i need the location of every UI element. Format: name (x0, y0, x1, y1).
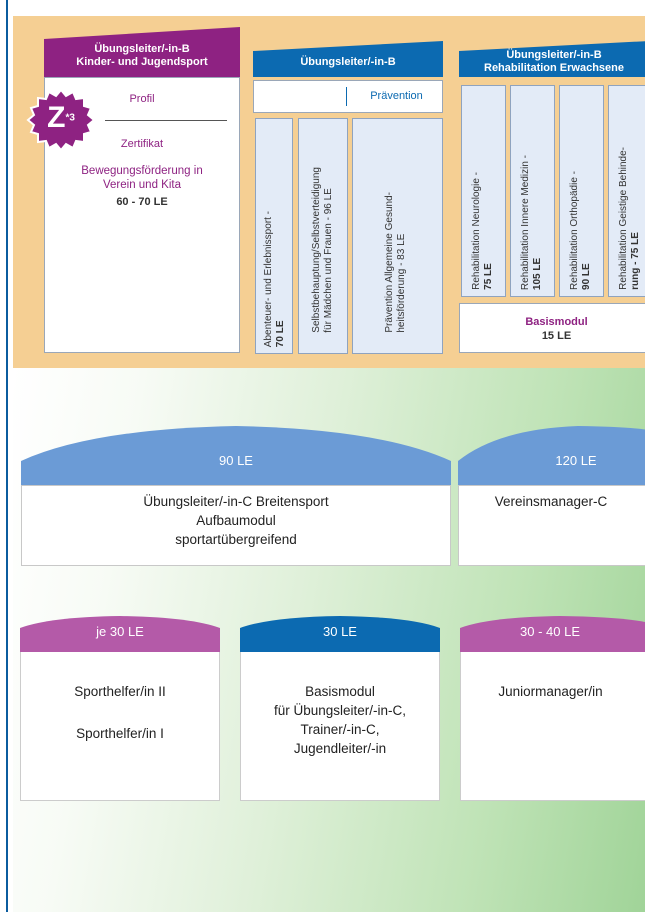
reha-basismodul-box: Basismodul 15 LE (459, 303, 645, 353)
ulb-rehabilitation-header: Übungsleiter/-in-B Rehabilitation Erwach… (459, 41, 645, 77)
vereinsmanager-line1: Vereinsmanager-C (494, 494, 608, 509)
item-line1: Rehabilitation Neurologie - (471, 172, 482, 290)
item-line2: 75 LE (483, 263, 494, 290)
profil-divider (105, 120, 227, 121)
header-line1: Übungsleiter/-in-B (94, 43, 190, 55)
breitensport-line2: Aufbaumodul (196, 513, 276, 528)
basismodul-le-label: 30 LE (323, 624, 357, 639)
vereinsmanager-le-label: 120 LE (555, 453, 597, 468)
juniormanager-card: Juniormanager/in (460, 652, 645, 801)
badge-text: Z*3 (36, 100, 86, 136)
item-line2: 70 LE (275, 320, 286, 347)
basismodul-line4: Jugendleiter/-in (293, 741, 387, 756)
basismodul-line3: Trainer/-in-C, (300, 722, 380, 737)
reha-geistige-behinderung-box: Rehabilitation Geistige Behinde-rung - 7… (608, 85, 645, 297)
col1-le: 60 - 70 LE (116, 196, 168, 208)
header-line2: Kinder- und Jugendsport (76, 56, 208, 68)
item-line2: 105 LE (532, 257, 543, 290)
item-line1: Rehabilitation Geistige Behinde- (618, 147, 629, 290)
badge-letter: Z (47, 101, 66, 134)
focus-line2: Verein und Kita (102, 179, 181, 191)
reha-neurologie-text: Rehabilitation Neurologie -75 LE (471, 172, 495, 290)
praevention-divider (346, 87, 347, 106)
item-line1: Abenteuer- und Erlebnissport - (263, 210, 274, 347)
breitensport-card: Übungsleiter/-in-C Breitensport Aufbaumo… (21, 485, 451, 566)
reha-geistige-behinderung-text: Rehabilitation Geistige Behinde-rung - 7… (618, 147, 642, 290)
reha-neurologie-box: Rehabilitation Neurologie -75 LE (461, 85, 506, 297)
basismodul-title: Basismodul (525, 316, 588, 328)
item-line2: rung - 75 LE (630, 232, 641, 290)
reha-orthopaedie-text: Rehabilitation Orthopädie -90 LE (569, 171, 593, 290)
ulb-kinder-jugend-box: Profil Zertifikat Bewegungsförderung in … (44, 77, 240, 353)
basismodul-le: 15 LE (541, 330, 572, 342)
sporthelfer-card: Sporthelfer/in II Sporthelfer/in I (20, 652, 220, 801)
sporthelfer-i: Sporthelfer/in I (76, 726, 164, 741)
item-line1: Rehabilitation Innere Medizin - (520, 154, 531, 290)
header-line1: Übungsleiter/-in-B (506, 49, 602, 61)
reha-orthopaedie-box: Rehabilitation Orthopädie -90 LE (559, 85, 604, 297)
left-border-line (6, 0, 8, 912)
breitensport-line1: Übungsleiter/-in-C Breitensport (143, 494, 329, 509)
sporthelfer-ii: Sporthelfer/in II (74, 684, 166, 699)
basismodul-line2: für Übungsleiter/-in-C, (273, 703, 407, 718)
sporthelfer-cap (20, 616, 220, 654)
sporthelfer-le-label: je 30 LE (96, 624, 144, 639)
praevention-label: Prävention (370, 90, 423, 102)
header-text: Übungsleiter/-in-B (300, 55, 396, 68)
reha-innere-medizin-box: Rehabilitation Innere Medizin -105 LE (510, 85, 555, 297)
basismodul-line1: Basismodul (305, 684, 375, 699)
basismodul-cap (240, 616, 440, 654)
item-line1: Selbstbehauptung/Selbstverteidigung (311, 167, 322, 333)
breitensport-cap (21, 426, 451, 485)
gesundheitsfoerderung-text: Prävention Allgemeine Gesund-heitsförder… (384, 192, 408, 333)
vereinsmanager-card: Vereinsmanager-C (458, 485, 645, 566)
breitensport-line3: sportartübergreifend (175, 532, 297, 547)
item-line2: heitsförderung - 83 LE (396, 234, 407, 333)
badge-sup: *3 (65, 112, 75, 124)
zertifikat-label: Zertifikat (120, 138, 164, 150)
header-line2: Rehabilitation Erwachsene (484, 62, 624, 74)
reha-innere-medizin-text: Rehabilitation Innere Medizin -105 LE (520, 155, 544, 290)
juniormanager-cap (460, 616, 645, 654)
abenteuer-box: Abenteuer- und Erlebnissport -70 LE (255, 118, 293, 354)
zertifikat-seal-badge: Z*3 (26, 88, 96, 158)
gesundheitsfoerderung-box: Prävention Allgemeine Gesund-heitsförder… (352, 118, 443, 354)
vereinsmanager-cap (458, 426, 645, 485)
item-line1: Prävention Allgemeine Gesund- (384, 192, 395, 333)
focus-line1: Bewegungsförderung in (81, 165, 203, 177)
breitensport-le-label: 90 LE (219, 453, 253, 468)
juniormanager-le-label: 30 - 40 LE (520, 624, 580, 639)
juniormanager-line1: Juniormanager/in (498, 684, 603, 699)
seal-icon (26, 88, 96, 152)
item-line1: Rehabilitation Orthopädie - (569, 171, 580, 290)
abenteuer-text: Abenteuer- und Erlebnissport -70 LE (263, 211, 287, 347)
basismodul-card: Basismodul für Übungsleiter/-in-C, Train… (240, 652, 440, 801)
item-line2: für Mädchen und Frauen - 96 LE (323, 188, 334, 333)
item-line2: 90 LE (581, 263, 592, 290)
praevention-bar: Prävention (253, 80, 443, 113)
profil-label: Profil (129, 93, 155, 105)
